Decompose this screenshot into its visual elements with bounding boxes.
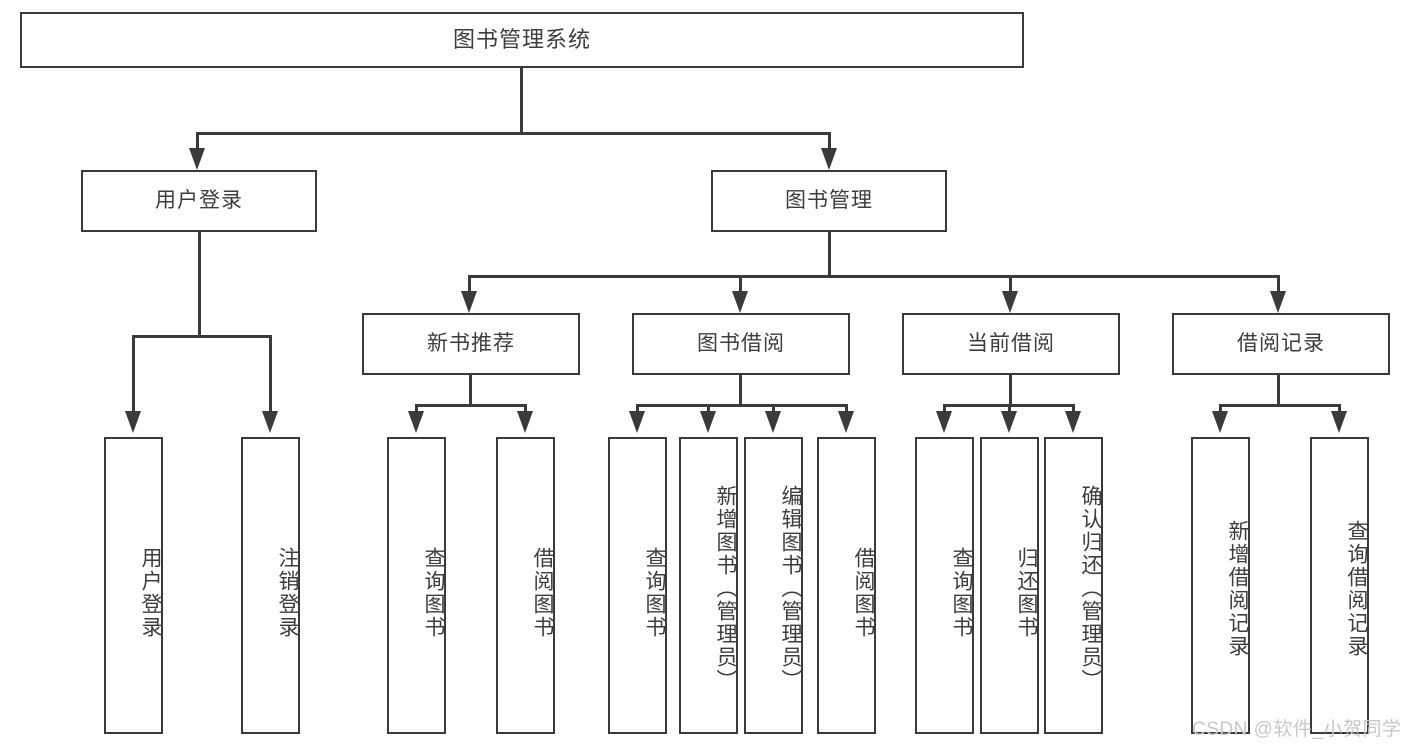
leaf-current-borrow-return[interactable]: 归还图书 <box>980 437 1039 734</box>
arrowhead-to-borrow-record <box>1270 291 1286 313</box>
connector-user-login-left <box>132 335 135 413</box>
connector-borrow-record-bar <box>1219 404 1341 407</box>
node-book-borrow[interactable]: 图书借阅 <box>632 313 850 375</box>
node-label: 注销登录 <box>276 546 299 639</box>
connector-root-stem <box>520 68 523 134</box>
connector-new-book-bar <box>415 404 527 407</box>
arrowhead-to-current-borrow <box>1002 291 1018 313</box>
connector-book-borrow-l2 <box>707 404 710 413</box>
arrowhead-book-borrow-leaf-4 <box>838 411 854 433</box>
leaf-user-login-logout[interactable]: 注销登录 <box>241 437 300 734</box>
leaf-current-borrow-query[interactable]: 查询图书 <box>915 437 974 734</box>
node-user-login[interactable]: 用户登录 <box>81 170 317 232</box>
arrowhead-book-borrow-leaf-2 <box>700 411 716 433</box>
arrowhead-new-book-leaf-2 <box>517 411 533 433</box>
arrowhead-borrow-record-leaf-1 <box>1212 411 1228 433</box>
connector-root-to-book-mgmt <box>828 132 831 150</box>
node-label: 借阅图书 <box>852 546 875 639</box>
leaf-book-borrow-borrow[interactable]: 借阅图书 <box>817 437 876 734</box>
connector-book-borrow-l3 <box>772 404 775 413</box>
node-label: 新增借阅记录 <box>1226 519 1249 658</box>
node-book-management[interactable]: 图书管理 <box>711 170 947 232</box>
node-label: 查询图书 <box>643 546 666 639</box>
node-root-system[interactable]: 图书管理系统 <box>20 12 1024 68</box>
node-label: 借阅图书 <box>531 546 554 639</box>
connector-root-to-user-login <box>196 132 199 150</box>
connector-borrow-record-r <box>1338 404 1341 413</box>
connector-book-mgmt-c1 <box>468 275 471 293</box>
connector-book-borrow-l4 <box>845 404 848 413</box>
connector-current-borrow-stem <box>1009 375 1012 407</box>
arrowhead-to-book-mgmt <box>821 148 837 170</box>
leaf-current-borrow-confirm[interactable]: 确认归还（管理员） <box>1044 437 1103 734</box>
connector-new-book-r <box>524 404 527 413</box>
node-label: 借阅记录 <box>1237 331 1325 355</box>
leaf-new-book-query[interactable]: 查询图书 <box>387 437 446 734</box>
connector-book-mgmt-c3 <box>1009 275 1012 293</box>
leaf-user-login-login[interactable]: 用户登录 <box>104 437 163 734</box>
connector-book-mgmt-c2 <box>739 275 742 293</box>
connector-new-book-stem <box>469 375 472 407</box>
node-new-book-recommend[interactable]: 新书推荐 <box>362 313 580 375</box>
arrowhead-current-borrow-leaf-3 <box>1065 411 1081 433</box>
node-label: 新书推荐 <box>427 331 515 355</box>
node-label: 编辑图书（管理员） <box>779 485 802 692</box>
connector-current-borrow-l1 <box>943 404 946 413</box>
connector-user-login-right <box>269 335 272 413</box>
arrowhead-book-borrow-leaf-1 <box>629 411 645 433</box>
connector-book-mgmt-bar <box>468 275 1280 278</box>
connector-user-login-stem <box>198 232 201 338</box>
arrowhead-to-new-book-recommend <box>461 291 477 313</box>
connector-current-borrow-l3 <box>1072 404 1075 413</box>
connector-book-borrow-stem <box>739 375 742 407</box>
node-label: 查询图书 <box>422 546 445 639</box>
node-borrow-record[interactable]: 借阅记录 <box>1172 313 1390 375</box>
node-current-borrow[interactable]: 当前借阅 <box>902 313 1120 375</box>
node-label: 确认归还（管理员） <box>1079 485 1102 692</box>
leaf-book-borrow-query[interactable]: 查询图书 <box>608 437 667 734</box>
node-label: 归还图书 <box>1015 546 1038 639</box>
arrowhead-new-book-leaf-1 <box>408 411 424 433</box>
arrowhead-book-borrow-leaf-3 <box>765 411 781 433</box>
node-label: 图书借阅 <box>697 331 785 355</box>
node-label: 图书管理系统 <box>452 27 591 53</box>
leaf-new-book-borrow[interactable]: 借阅图书 <box>496 437 555 734</box>
connector-book-borrow-bar <box>636 404 848 407</box>
node-label: 查询图书 <box>950 546 973 639</box>
node-label: 用户登录 <box>155 188 243 212</box>
leaf-book-borrow-edit[interactable]: 编辑图书（管理员） <box>744 437 803 734</box>
connector-user-login-bar <box>132 335 270 338</box>
node-label: 用户登录 <box>139 546 162 639</box>
connector-borrow-record-stem <box>1277 375 1280 407</box>
leaf-book-borrow-add[interactable]: 新增图书（管理员） <box>679 437 738 734</box>
connector-current-borrow-l2 <box>1008 404 1011 413</box>
connector-book-mgmt-stem <box>828 232 831 278</box>
connector-root-bar <box>196 132 831 135</box>
connector-new-book-l <box>415 404 418 413</box>
connector-book-borrow-l1 <box>636 404 639 413</box>
connector-borrow-record-l <box>1219 404 1222 413</box>
arrowhead-borrow-record-leaf-2 <box>1331 411 1347 433</box>
leaf-borrow-record-query[interactable]: 查询借阅记录 <box>1310 437 1369 734</box>
node-label: 新增图书（管理员） <box>714 485 737 692</box>
connector-book-mgmt-c4 <box>1277 275 1280 293</box>
node-label: 查询借阅记录 <box>1345 519 1368 658</box>
node-label: 当前借阅 <box>967 331 1055 355</box>
arrowhead-user-login-leaf-2 <box>262 411 278 433</box>
arrowhead-to-book-borrow <box>732 291 748 313</box>
arrowhead-to-user-login <box>189 148 205 170</box>
arrowhead-current-borrow-leaf-2 <box>1001 411 1017 433</box>
arrowhead-user-login-leaf-1 <box>125 411 141 433</box>
leaf-borrow-record-add[interactable]: 新增借阅记录 <box>1191 437 1250 734</box>
node-label: 图书管理 <box>785 188 873 212</box>
arrowhead-current-borrow-leaf-1 <box>936 411 952 433</box>
